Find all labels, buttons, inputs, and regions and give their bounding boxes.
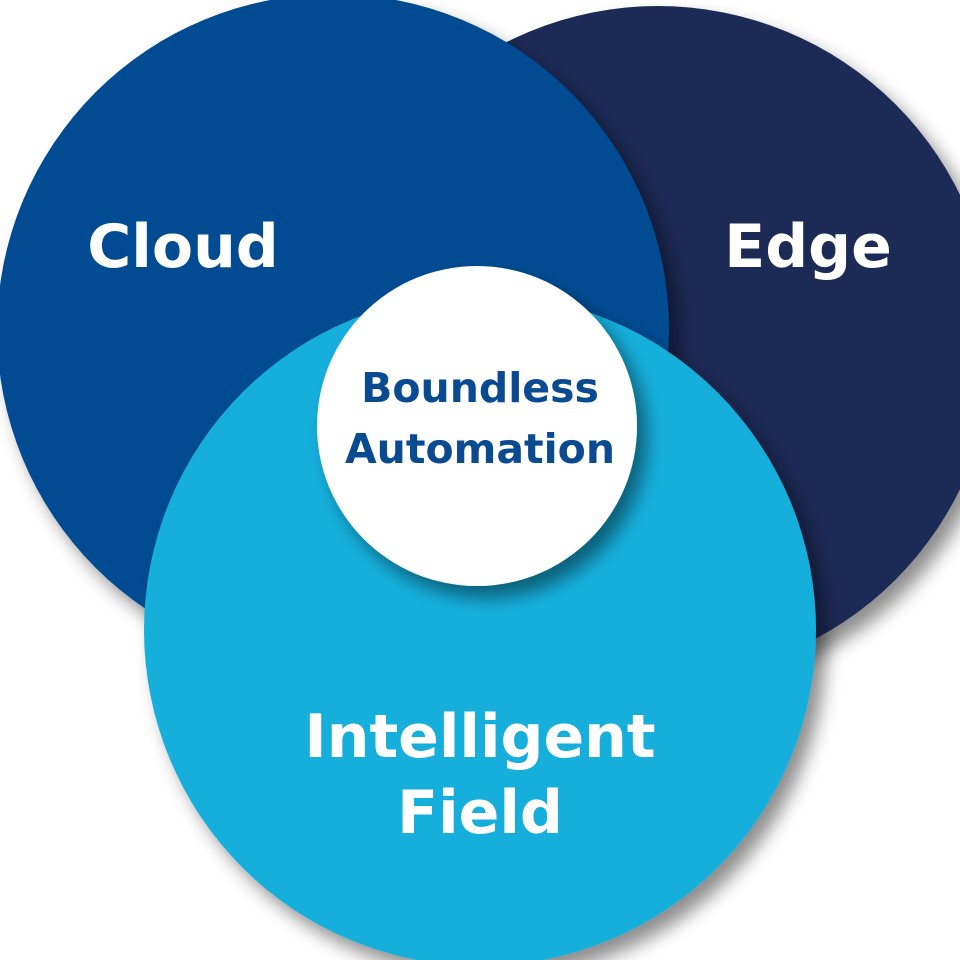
intelligent-field-label-line1: Intelligent	[304, 702, 655, 772]
intelligent-field-label-line2: Field	[397, 778, 563, 848]
edge-label: Edge	[724, 212, 892, 282]
center-label-line1: Boundless	[361, 364, 599, 412]
cloud-label: Cloud	[87, 212, 278, 282]
intelligent-field-circle	[144, 294, 816, 960]
center-circle	[317, 266, 637, 586]
center-label-line2: Automation	[345, 425, 615, 473]
